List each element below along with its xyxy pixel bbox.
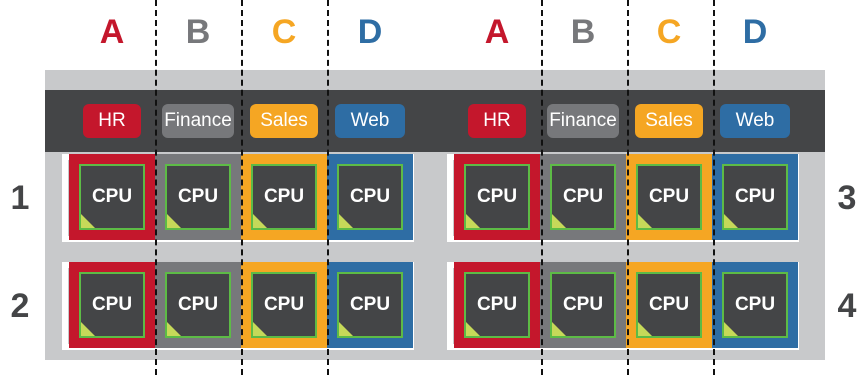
workload-tag-sales: Sales xyxy=(635,104,703,138)
server-number: 1 xyxy=(10,179,30,217)
column-letter-a: A xyxy=(484,13,510,51)
workload-tag-finance: Finance xyxy=(162,104,234,138)
chip-corner-marker xyxy=(552,322,566,336)
cpu-chip: CPU xyxy=(464,272,530,338)
column-divider xyxy=(541,0,543,375)
cpu-slot-d: CPU xyxy=(712,154,798,240)
cpu-label: CPU xyxy=(263,294,305,315)
cpu-slot-a: CPU xyxy=(69,154,155,240)
cpu-chip: CPU xyxy=(464,164,530,230)
column-letter-d: D xyxy=(357,13,383,51)
column-letter-c: C xyxy=(656,13,682,51)
server-tray: CPU CPU CPU CPU xyxy=(68,262,413,348)
cpu-chip: CPU xyxy=(722,272,788,338)
cpu-slot-d: CPU xyxy=(712,262,798,348)
cpu-label: CPU xyxy=(349,186,391,207)
cpu-label: CPU xyxy=(177,186,219,207)
cpu-chip: CPU xyxy=(337,272,403,338)
cpu-slot-c: CPU xyxy=(626,262,712,348)
cpu-chip: CPU xyxy=(550,272,616,338)
chip-corner-marker xyxy=(253,322,267,336)
chip-corner-marker xyxy=(167,322,181,336)
cpu-label: CPU xyxy=(263,186,305,207)
cpu-slot-b: CPU xyxy=(155,262,241,348)
chip-corner-marker xyxy=(724,322,738,336)
column-letter-d: D xyxy=(742,13,768,51)
cpu-slot-a: CPU xyxy=(454,262,540,348)
cpu-chip: CPU xyxy=(337,164,403,230)
server-1: CPU CPU CPU CPU xyxy=(62,154,414,242)
cpu-chip: CPU xyxy=(636,272,702,338)
server-number: 2 xyxy=(10,287,30,325)
column-letter-a: A xyxy=(99,13,125,51)
cpu-chip: CPU xyxy=(165,164,231,230)
server-2: CPU CPU CPU CPU xyxy=(62,262,414,350)
cpu-slot-a: CPU xyxy=(69,262,155,348)
chip-corner-marker xyxy=(339,214,353,228)
cpu-label: CPU xyxy=(349,294,391,315)
server-3: CPU CPU CPU CPU xyxy=(447,154,799,242)
column-divider xyxy=(627,0,629,375)
cpu-slot-c: CPU xyxy=(626,154,712,240)
cpu-chip: CPU xyxy=(79,164,145,230)
server-tray: CPU CPU CPU CPU xyxy=(453,262,798,348)
cpu-slot-c: CPU xyxy=(241,154,327,240)
chip-corner-marker xyxy=(466,214,480,228)
workload-tag-web: Web xyxy=(335,104,405,138)
server-4: CPU CPU CPU CPU xyxy=(447,262,799,350)
cpu-slot-b: CPU xyxy=(155,154,241,240)
column-letter-c: C xyxy=(271,13,297,51)
cpu-label: CPU xyxy=(91,294,133,315)
cpu-slot-a: CPU xyxy=(454,154,540,240)
cpu-slot-b: CPU xyxy=(540,262,626,348)
chip-corner-marker xyxy=(81,214,95,228)
cpu-chip: CPU xyxy=(251,164,317,230)
column-divider xyxy=(327,0,329,375)
cpu-label: CPU xyxy=(177,294,219,315)
chip-corner-marker xyxy=(81,322,95,336)
server-number: 3 xyxy=(837,179,857,217)
column-divider xyxy=(241,0,243,375)
cpu-chip: CPU xyxy=(722,164,788,230)
cpu-label: CPU xyxy=(562,294,604,315)
chip-corner-marker xyxy=(552,214,566,228)
cpu-slot-d: CPU xyxy=(327,154,413,240)
cpu-label: CPU xyxy=(91,186,133,207)
column-letter-b: B xyxy=(185,13,211,51)
chip-corner-marker xyxy=(466,322,480,336)
column-divider xyxy=(155,0,157,375)
column-letter-b: B xyxy=(570,13,596,51)
cpu-chip: CPU xyxy=(165,272,231,338)
chip-corner-marker xyxy=(339,322,353,336)
cpu-chip: CPU xyxy=(550,164,616,230)
workload-tag-sales: Sales xyxy=(250,104,318,138)
cpu-label: CPU xyxy=(734,294,776,315)
chip-corner-marker xyxy=(638,322,652,336)
chip-corner-marker xyxy=(638,214,652,228)
cpu-chip: CPU xyxy=(636,164,702,230)
cpu-slot-b: CPU xyxy=(540,154,626,240)
chip-corner-marker xyxy=(724,214,738,228)
chip-corner-marker xyxy=(253,214,267,228)
workload-tag-web: Web xyxy=(720,104,790,138)
server-tray: CPU CPU CPU CPU xyxy=(68,154,413,240)
cpu-label: CPU xyxy=(476,186,518,207)
server-number: 4 xyxy=(837,287,857,325)
cpu-label: CPU xyxy=(648,186,690,207)
cpu-slot-d: CPU xyxy=(327,262,413,348)
cpu-label: CPU xyxy=(562,186,604,207)
server-tray: CPU CPU CPU CPU xyxy=(453,154,798,240)
cpu-label: CPU xyxy=(476,294,518,315)
cpu-chip: CPU xyxy=(79,272,145,338)
workload-tag-hr: HR xyxy=(468,104,526,138)
cpu-label: CPU xyxy=(648,294,690,315)
cpu-label: CPU xyxy=(734,186,776,207)
chip-corner-marker xyxy=(167,214,181,228)
cpu-chip: CPU xyxy=(251,272,317,338)
workload-tag-hr: HR xyxy=(83,104,141,138)
workload-tag-finance: Finance xyxy=(547,104,619,138)
cpu-slot-c: CPU xyxy=(241,262,327,348)
column-divider xyxy=(713,0,715,375)
